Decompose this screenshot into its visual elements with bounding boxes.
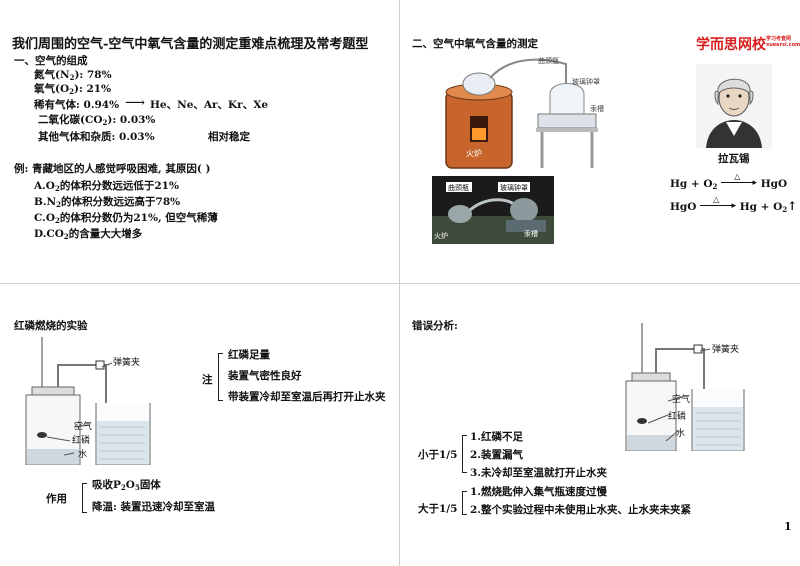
less-brace — [462, 435, 467, 473]
less-than-label: 小于1/5 — [418, 449, 458, 461]
option-a: A.O2的体积分数远远低于21% — [34, 180, 179, 193]
less-item-1: 1.红磷不足 — [470, 431, 523, 443]
air-label: 空气 — [74, 422, 93, 432]
bell-jar-label: 玻璃钟罩 — [572, 77, 600, 86]
function-brace — [82, 483, 87, 513]
equation-1: Hg + O2 △ ▸ HgO — [670, 171, 788, 191]
co2-line: 二氧化碳(CO2): 0.03% — [38, 114, 156, 127]
note-item-1: 红磷足量 — [228, 349, 270, 361]
heat-symbol: △ — [734, 171, 741, 181]
xueersi-logo: 学而思网校 — [696, 37, 766, 53]
rare-gas-line: 稀有气体: 0.94% — [34, 99, 120, 111]
equation-2: HgO △ ▸ Hg + O2↑ — [670, 194, 798, 214]
photo-bell-label: 玻璃钟罩 — [500, 183, 528, 192]
heat-symbol: △ — [713, 194, 720, 204]
more-item-1: 1.燃烧匙伸入集气瓶速度过慢 — [470, 486, 607, 498]
function-item-2: 降温: 装置迅速冷却至室温 — [92, 501, 216, 513]
option-b: B.N2的体积分数远远高于78% — [34, 196, 181, 209]
trough-label: 汞槽 — [590, 104, 604, 113]
slide-error-analysis: 错误分析: 弹簧夹 空气 红磷 水 小于1/5 1.红磷不足 2.装置漏气 3.… — [400, 283, 800, 566]
n2-line: 氮气(N2): 78% — [34, 69, 112, 82]
apparatus-photo: 曲颈瓶 玻璃钟罩 汞槽 火炉 — [432, 176, 554, 244]
water-label: 水 — [78, 450, 88, 460]
arrow-icon: ⟶ — [125, 95, 146, 111]
furnace-label: 火炉 — [466, 148, 482, 158]
slide-title: 我们周围的空气-空气中氧气含量的测定重难点梳理及常考题型 — [12, 37, 369, 52]
more-brace — [462, 491, 467, 515]
rare-gas-list: He、Ne、Ar、Kr、Xe — [150, 99, 269, 111]
experiment-apparatus-diagram — [25, 337, 151, 465]
slide-air-composition: 我们周围的空气-空气中氧气含量的测定重难点梳理及常考题型 一、空气的组成 氮气(… — [0, 0, 400, 283]
less-item-3: 3.未冷却至室温就打开止水夹 — [470, 467, 607, 479]
option-c: C.O2的体积分数仍为21%, 但空气稀薄 — [34, 212, 218, 225]
slide-title: 红磷燃烧的实验 — [14, 320, 88, 332]
water-label: 水 — [676, 429, 686, 439]
section-heading: 一、空气的组成 — [14, 55, 88, 67]
function-item-1: 吸收P2O5固体 — [92, 479, 161, 492]
gas-up-arrow-icon: ↑ — [787, 199, 798, 213]
slide-title: 错误分析: — [412, 320, 458, 332]
other-gas-line: 其他气体和杂质: 0.03% — [38, 131, 155, 143]
phosphorus-label: 红磷 — [72, 436, 91, 446]
slide-oxygen-measurement: 二、空气中氧气含量的测定 学而思网校 学习考查网 xueersi.com 火炉 … — [400, 0, 800, 283]
slide-red-phosphorus-experiment: 红磷燃烧的实验 弹簧夹 空气 红磷 水 注 红磷足量 装置气密性良好 带装置冷却… — [0, 283, 400, 566]
stable-note: 相对稳定 — [208, 131, 250, 143]
horizontal-divider — [0, 283, 800, 284]
flask-label: 曲颈甑 — [538, 56, 559, 65]
more-than-label: 大于1/5 — [418, 503, 458, 515]
photo-furnace-label: 火炉 — [434, 231, 448, 240]
slide-title: 二、空气中氧气含量的测定 — [412, 38, 538, 50]
note-brace — [218, 353, 223, 401]
question-stem: 例: 青藏地区的人感觉呼吸困难, 其原因( ) — [14, 163, 211, 175]
function-label: 作用 — [46, 493, 67, 505]
error-apparatus-diagram — [625, 323, 745, 451]
clamp-label: 弹簧夹 — [712, 345, 740, 355]
option-d: D.CO2的含量大大增多 — [34, 228, 143, 241]
photo-flask-label: 曲颈瓶 — [448, 183, 469, 192]
air-label: 空气 — [672, 395, 691, 405]
note-item-2: 装置气密性良好 — [228, 370, 302, 382]
photo-trough-label: 汞槽 — [524, 229, 538, 238]
clamp-label: 弹簧夹 — [113, 358, 141, 368]
lavoisier-apparatus-illustration: 火炉 曲颈甑 玻璃钟罩 汞槽 — [445, 56, 604, 169]
phosphorus-label: 红磷 — [668, 412, 687, 422]
o2-line: 氧气(O2): 21% — [34, 83, 112, 96]
logo-subtext: 学习考查网 xueersi.com — [766, 36, 800, 48]
note-item-3: 带装置冷却至室温后再打开止水夹 — [228, 391, 386, 403]
lavoisier-portrait — [696, 64, 772, 148]
page-number: 1 — [784, 520, 792, 533]
portrait-caption: 拉瓦锡 — [718, 153, 750, 165]
note-label: 注 — [202, 374, 213, 386]
less-item-2: 2.装置漏气 — [470, 449, 523, 461]
more-item-2: 2.整个实验过程中未使用止水夹、止水夹未夹紧 — [470, 504, 691, 516]
